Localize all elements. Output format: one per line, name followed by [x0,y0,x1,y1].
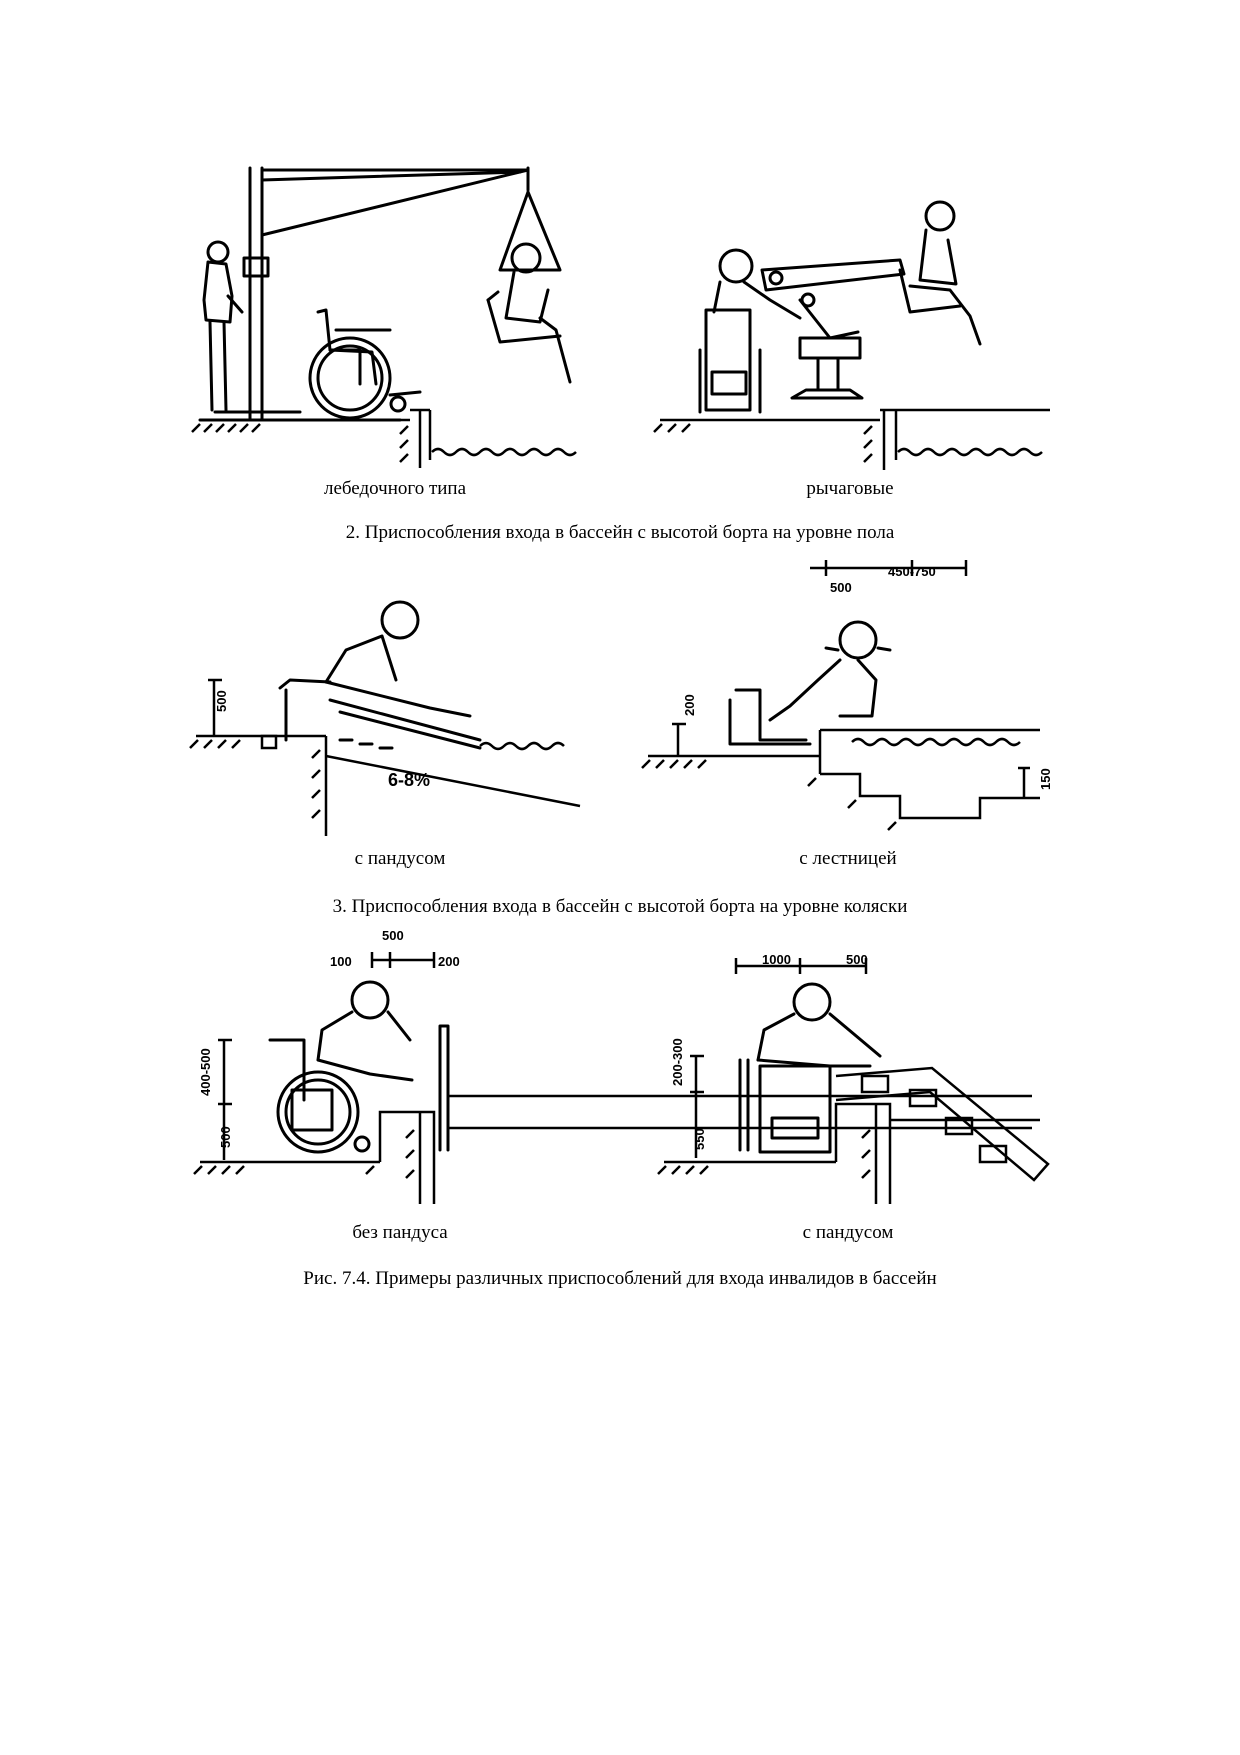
lever-caption: рычаговые [806,478,894,499]
no-ramp-range-dim: 400-500 [198,1048,213,1096]
section3-title: 3. Приспособления входа в бассейн с высо… [332,896,908,917]
no-ramp-left-dim: 100 [330,954,352,969]
no-ramp-top-dim: 500 [382,928,404,943]
section2-title: 2. Приспособления входа в бассейн с высо… [345,522,895,543]
no-ramp-caption: без пандуса [352,1222,448,1243]
stairs-caption: с лестницей [799,848,897,869]
stairs-span-dim: 450-750 [888,564,936,579]
no-ramp-height-dim: 500 [218,1126,233,1148]
stairs-height-dim: 200 [682,694,697,716]
stairs-step-dim: 150 [1038,768,1053,790]
ramp2-top-b-dim: 500 [846,952,868,967]
no-ramp-right-dim: 200 [438,954,460,969]
ramp2-range-dim: 200-300 [670,1038,685,1086]
ramp2-caption: с пандусом [802,1222,894,1243]
stairs-width-dim: 500 [830,580,852,595]
ramp2-top-a-dim: 1000 [762,952,791,967]
ramp-caption: с пандусом [354,848,446,869]
figure-caption: Рис. 7.4. Примеры различных приспособлен… [303,1268,937,1289]
ramp-height-dim: 500 [214,690,229,712]
ramp2-height-dim: 550 [692,1128,707,1150]
winch-caption: лебедочного типа [323,478,467,499]
ramp-slope-dim: 6-8% [388,770,430,790]
